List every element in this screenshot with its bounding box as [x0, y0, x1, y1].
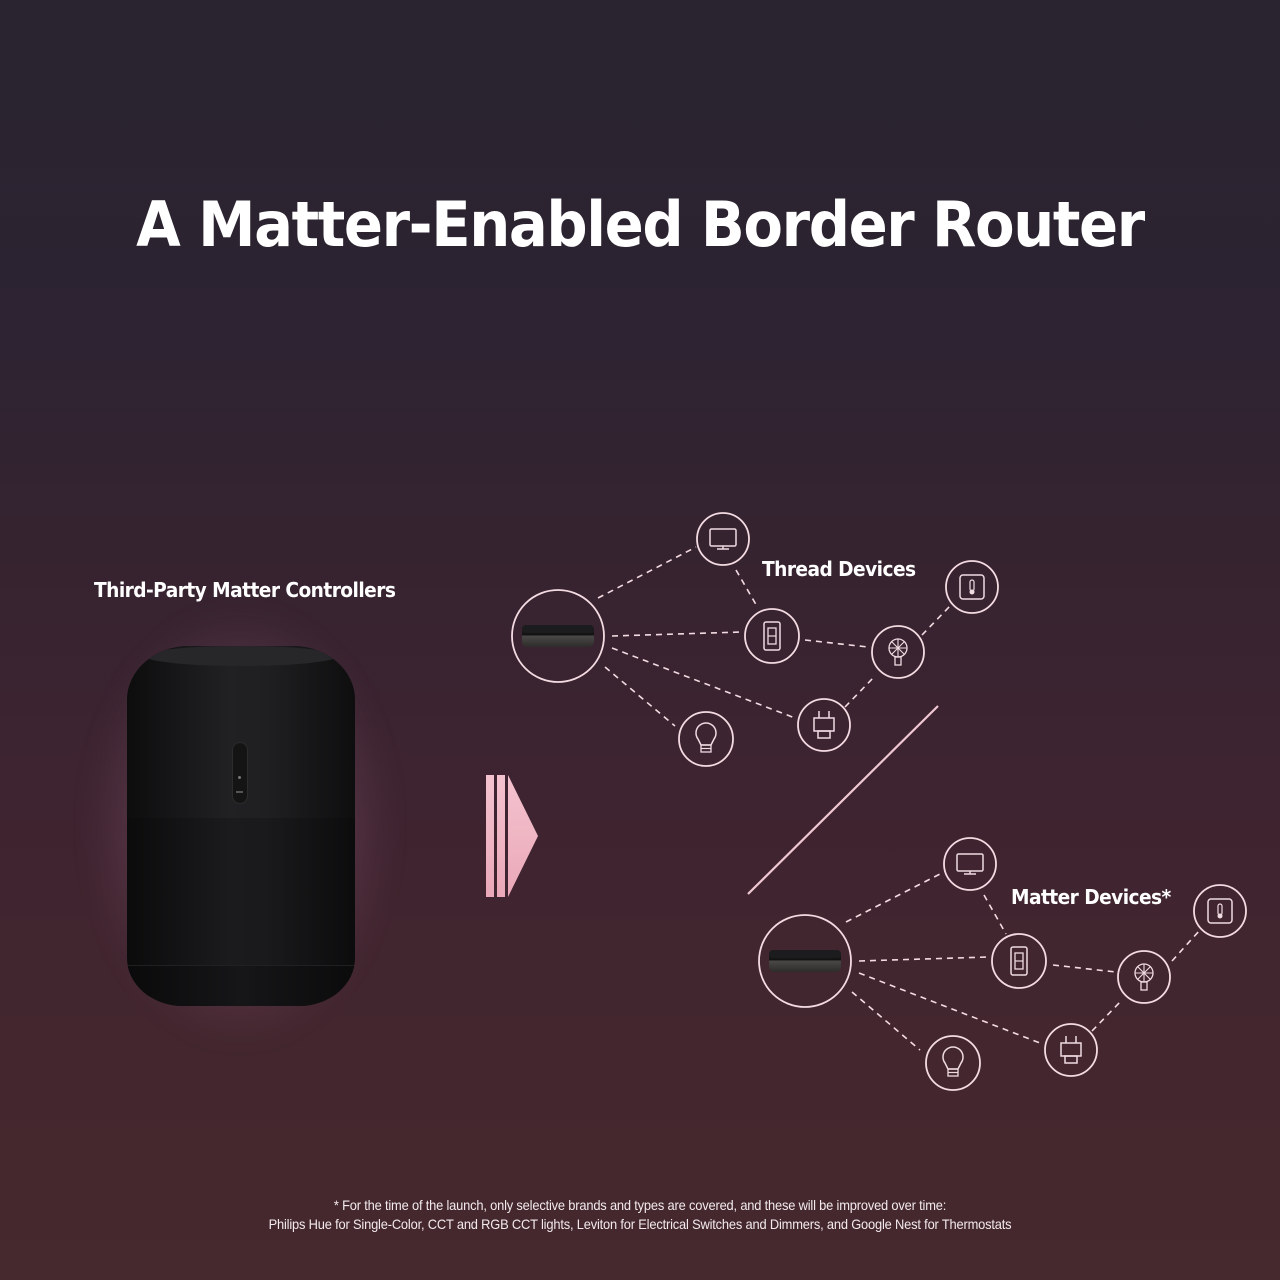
tv-icon: [956, 853, 984, 875]
light-bulb-icon: [695, 722, 717, 753]
speaker-button: [232, 742, 248, 804]
fan-icon: [1134, 963, 1154, 991]
border-router-hub-icon: [522, 625, 594, 647]
tv-icon: [709, 528, 737, 550]
smart-plug-icon: [1060, 1035, 1082, 1064]
light-switch-icon: [763, 621, 781, 651]
light-bulb-icon: [942, 1046, 964, 1077]
controllers-label: Third-Party Matter Controllers: [94, 578, 396, 602]
forward-arrow-icon: [486, 775, 538, 897]
border-router-hub-icon: [769, 950, 841, 972]
thermostat-icon: [959, 574, 985, 600]
matter-devices-label: Matter Devices*: [1011, 885, 1171, 909]
fan-icon: [888, 638, 908, 666]
footnote: * For the time of the launch, only selec…: [0, 1196, 1280, 1234]
footnote-line-2: Philips Hue for Single-Color, CCT and RG…: [268, 1216, 1012, 1232]
thread-devices-label: Thread Devices: [762, 557, 916, 581]
matter-network: [758, 837, 1247, 1091]
divider-line: [747, 705, 939, 895]
smart-speaker-image: [127, 646, 355, 1006]
smart-plug-icon: [813, 710, 835, 739]
thermostat-icon: [1207, 898, 1233, 924]
page-title: A Matter-Enabled Border Router: [136, 188, 1145, 261]
thread-network: [511, 512, 999, 767]
footnote-line-1: * For the time of the launch, only selec…: [333, 1197, 947, 1213]
light-switch-icon: [1010, 946, 1028, 976]
